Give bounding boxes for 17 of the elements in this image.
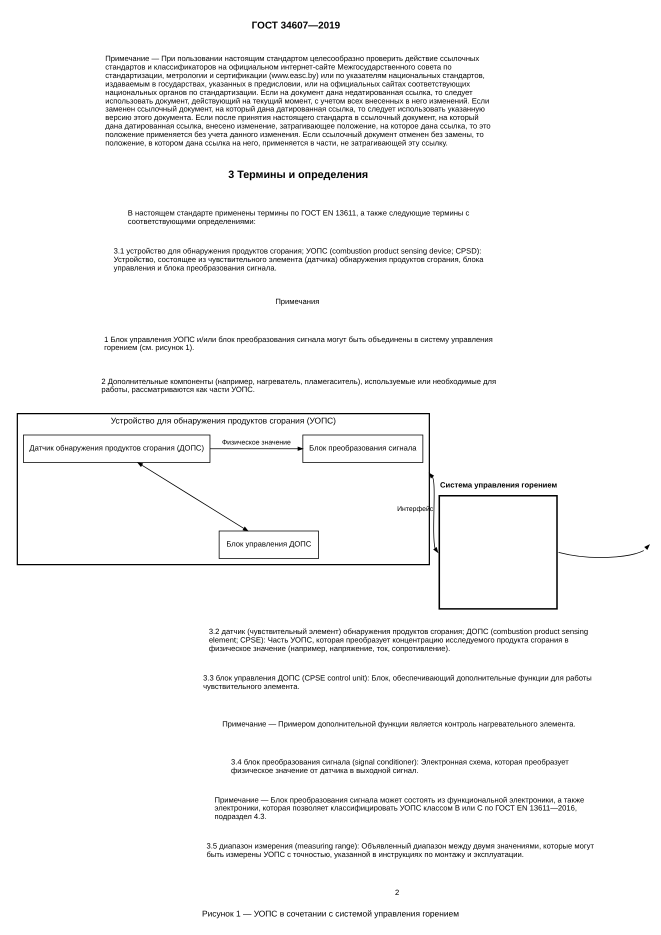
label: Примечание — Примером дополнительной функции является контроль нагревательного элемента. <box>222 720 576 729</box>
label: 2 <box>394 888 400 897</box>
label: Примечания <box>275 296 320 306</box>
label: В настоящем стандарте применены термины по ГОСТ EN 13611, а также следующие термины с соответствующими определениями: <box>128 208 470 226</box>
caption: Рисунок 1 — УОПС в сочетании с системой управления горением <box>202 908 459 918</box>
label: 3 Термины и определения <box>228 168 368 181</box>
label: 3.4 блок преобразования сигнала (signal conditioner): Электронная схема, которая преобразует физическое значение от датчика в выходной сигнал. <box>230 757 569 775</box>
label: 3.5 диапазон измерения (measuring range): Объявленный диапазон между двумя значениями, которые могут быть измерены УОПС с точностью, указанной в инструкциях по монтажу и эксплуатации. <box>206 842 594 859</box>
label: Примечание — При пользовании настоящим стандартом целесообразно проверить действие ссылочных стандартов и классификаторов на официальном интернет-сайте Межгосударственного совета по стандартизации, метрологии и сертификации (www.easc.by) или по указателям национальных стандартов, издаваемым в государствах, указанных в предисловии, или на официальных сайтах соответствующих национальных органов по стандартизации. Если на документ дана недатированная ссылка, то следует использовать документ, действующий на текущий момент, с учетом всех внесенных в него изменений. Если заменен ссылочный документ, на который дана датированная ссылка, то следует использовать указанную версию этого документа. Если после принятия настоящего стандарта в ссылочный документ, на который дана датированная ссылка, внесено изменение, затрагивающее положение, на которое дана ссылка, то это положение применяется без учета данного изменения. Если ссылочный документ отменен без замены, то положение, в котором дана ссылка на него, применяется в части, не затрагивающей эту ссылку. <box>105 54 491 148</box>
label: 1 Блок управления УОПС и/или блок преобразования сигнала могут быть объединены в систему управления горением (см. рисунок 1). <box>104 334 493 352</box>
node-label: Система управления горением <box>440 480 558 490</box>
label: ГОСТ 34607—2019 <box>252 20 340 32</box>
label: 3.3 блок управления ДОПС (CPSE control unit): Блок, обеспечивающий дополнительные функции для работы чувствительного элемента. <box>203 673 592 691</box>
label: 3.1 устройство для обнаружения продуктов сгорания; УОПС (combustion product sensing device; CPSD): Устройство, состоящее из чувствительного элемента (датчика) обнаружения продуктов сгорания, блока управления и блока преобразования сигнала. <box>114 246 484 272</box>
label: 2 Дополнительные компоненты (например, нагреватель, пламегаситель), используемые или необходимые для работы, рассматриваются как части УОПС. <box>101 376 496 394</box>
label: 3.2 датчик (чувствительный элемент) обнаружения продуктов сгорания; ДОПС (combustion product sensing element; CPSE): Часть УОПС, которая преобразует концентрацию исследуемого продукта сгорания в физическое значение (например, напряжение, ток, сопротивление). <box>208 627 588 653</box>
label: Примечание — Блок преобразования сигнала может состоять из функциональной электроники, а также электроники, которая позволяет классифицировать УОПС классом В или С по ГОСТ EN 13611—2016, подраздел 4.3. <box>214 795 584 822</box>
